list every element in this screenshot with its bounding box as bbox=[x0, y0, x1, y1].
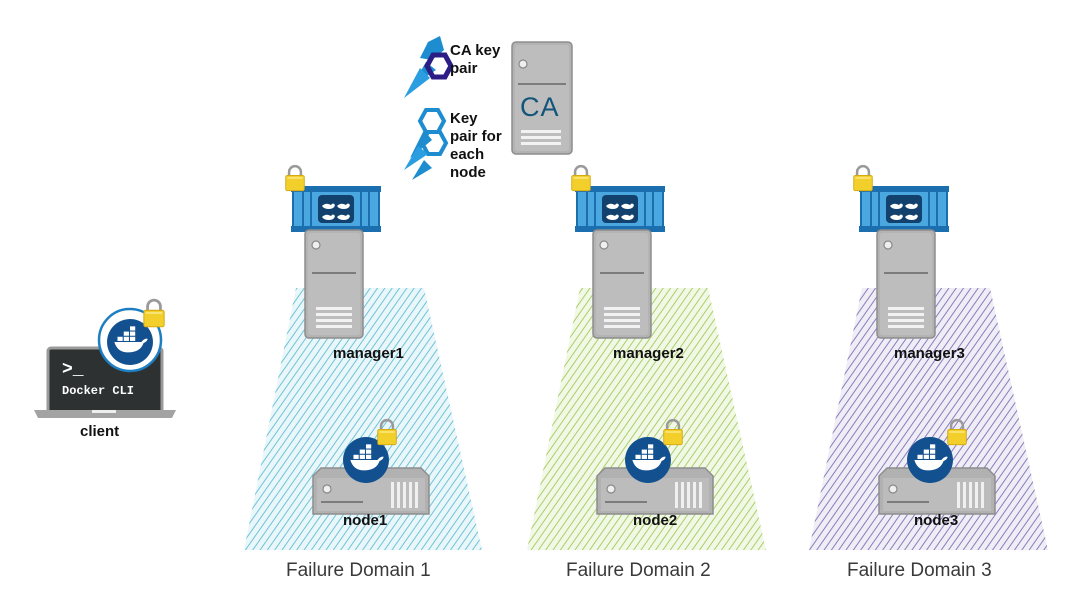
manager1-lock-icon bbox=[284, 164, 306, 192]
manager1-server bbox=[304, 229, 364, 339]
node2-label: node2 bbox=[633, 512, 678, 529]
manager1-container bbox=[289, 186, 383, 232]
node-key-label-line1: Key bbox=[450, 110, 478, 127]
manager2-label: manager2 bbox=[613, 345, 684, 362]
failure-domain-1-label: Failure Domain 1 bbox=[286, 560, 431, 581]
manager2-lock-icon bbox=[570, 164, 592, 192]
node3-label: node3 bbox=[914, 512, 959, 529]
client-label: client bbox=[80, 423, 120, 440]
node1-label: node1 bbox=[343, 512, 388, 529]
node-key-label-line4: node bbox=[450, 164, 486, 181]
node-key-pair-label: Key pair for each node bbox=[450, 110, 502, 182]
manager3-lock-icon bbox=[852, 164, 874, 192]
client-lock-icon bbox=[142, 298, 166, 328]
failure-domain-3-label: Failure Domain 3 bbox=[847, 560, 992, 581]
ca-key-pair-icon bbox=[404, 36, 454, 98]
node-key-pair-icon bbox=[404, 108, 449, 180]
ca-key-label-line2: pair bbox=[450, 60, 478, 77]
manager3-container bbox=[857, 186, 951, 232]
manager2-container bbox=[573, 186, 667, 232]
manager1-label: manager1 bbox=[333, 345, 404, 362]
manager3-label: manager3 bbox=[894, 345, 965, 362]
client-screen-text: Docker CLI bbox=[62, 384, 135, 398]
node3-docker-icon bbox=[907, 437, 953, 483]
node-key-label-line2: pair for bbox=[450, 128, 502, 145]
client-prompt: >_ bbox=[62, 360, 84, 380]
ca-key-label-line1: CA key bbox=[450, 42, 501, 59]
node-key-label-line3: each bbox=[450, 146, 485, 163]
ca-server bbox=[511, 41, 573, 155]
manager3-server bbox=[876, 229, 936, 339]
ca-server-text: CA bbox=[520, 92, 560, 122]
failure-domain-2-label: Failure Domain 2 bbox=[566, 560, 711, 581]
ca-key-pair-label: CA key pair bbox=[450, 42, 500, 78]
manager2-server bbox=[592, 229, 652, 339]
